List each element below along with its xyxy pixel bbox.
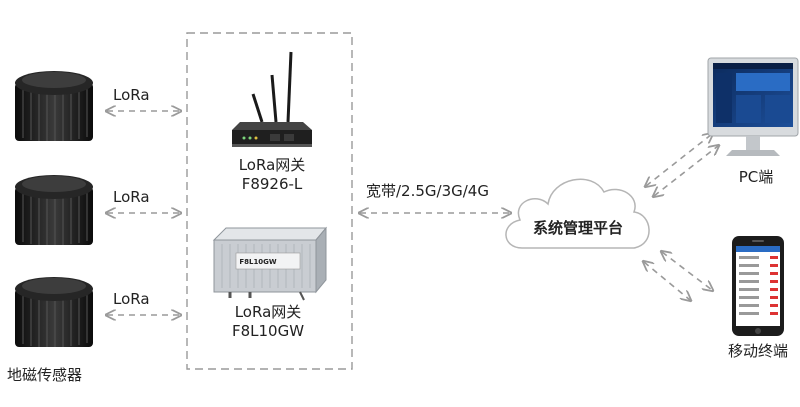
lora-label-3: LoRa [113,290,150,308]
pc-link-1 [646,134,712,186]
gateway-2-model: F8L10GW [231,322,305,340]
pc-label: PC端 [738,168,774,186]
sensor-1-icon [15,71,93,141]
gateway-1-name: LoRa网关 [238,156,306,174]
platform-label: 系统管理平台 [532,219,624,237]
mobile-link-2 [662,252,712,290]
outdoor-gateway-icon: F8L10GW [212,226,328,301]
mobile-phone-icon [732,236,784,336]
gateway-2-name: LoRa网关 [234,303,302,321]
gateway-1-model: F8926-L [241,175,303,193]
sensor-caption: 地磁传感器 [7,366,83,384]
mobile-label: 移动终端 [727,342,789,360]
pc-link-2 [654,146,718,196]
lora-label-1: LoRa [113,86,150,104]
sensor-3-icon [15,277,93,347]
backhaul-label: 宽带/2.5G/3G/4G [366,182,489,200]
cloud-icon [505,178,650,249]
svg-text:F8L10GW: F8L10GW [239,258,277,266]
lora-label-2: LoRa [113,188,150,206]
sensor-2-icon [15,175,93,245]
mobile-link-1 [644,262,690,300]
gateway-group-boundary [186,32,353,370]
pc-monitor-icon [707,57,799,156]
router-gateway-icon [232,51,312,147]
